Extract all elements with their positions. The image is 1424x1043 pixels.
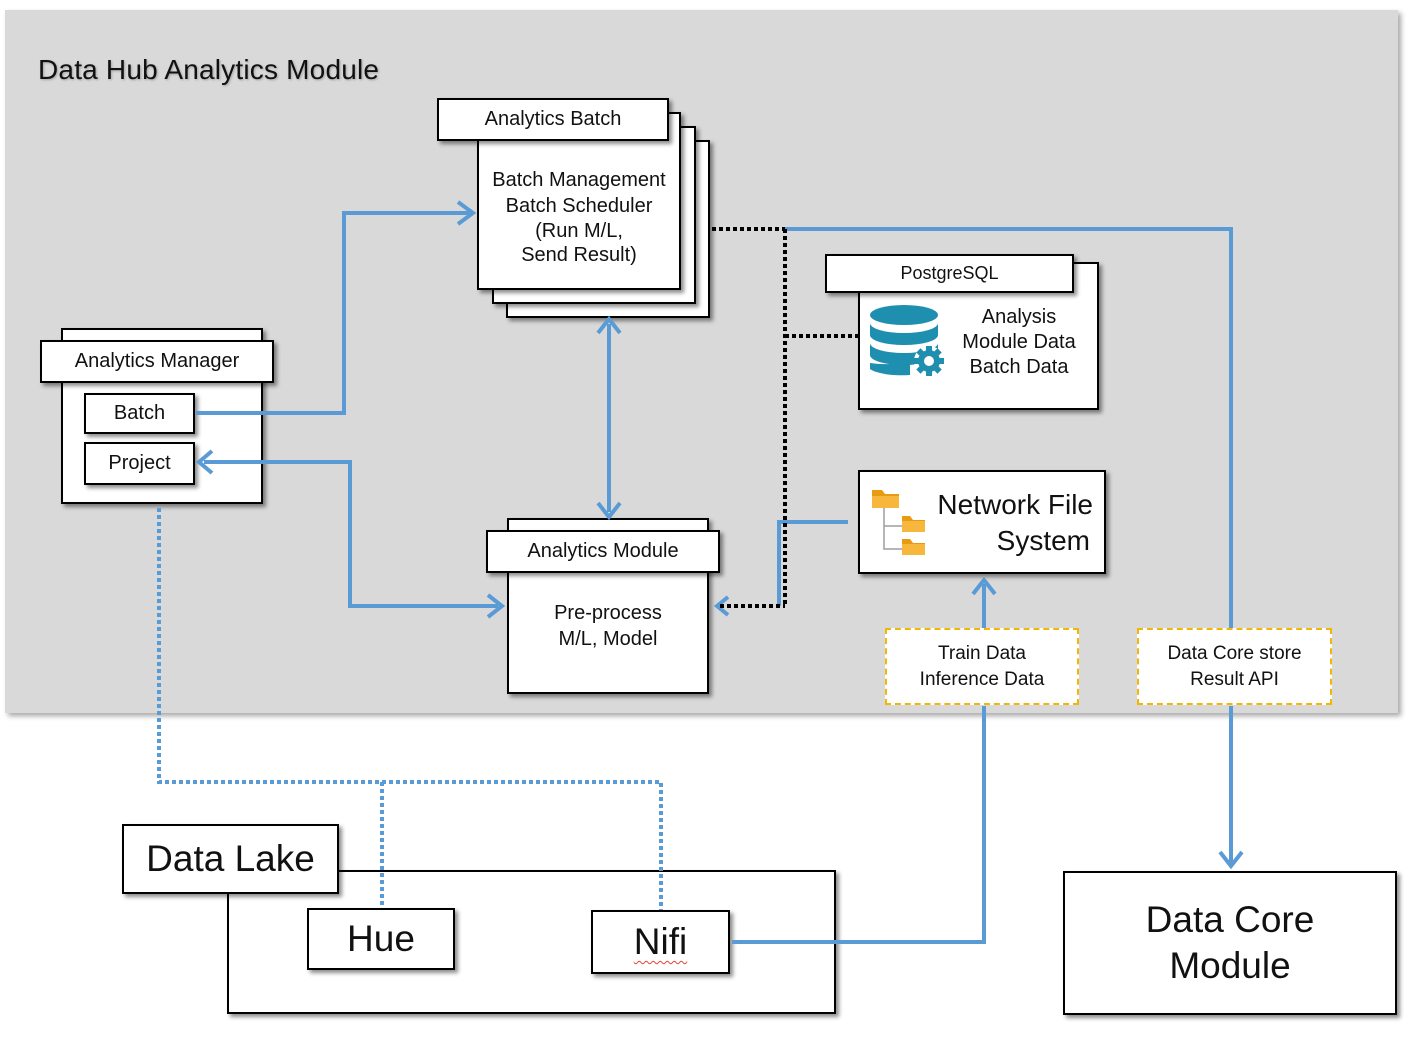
pg-line-2: Module Data (962, 331, 1076, 353)
batch-to-data-core-arrow (785, 227, 1233, 628)
batch-line-4: Send Result) (521, 244, 637, 266)
batch-line-1: Batch Management (492, 169, 666, 191)
project-module-arrow (204, 460, 498, 608)
am-line-1: Pre-process (554, 602, 662, 624)
batch-item[interactable]: Batch (84, 393, 195, 434)
nfs-to-module-arrow (777, 520, 848, 606)
nfs-line-2: System (996, 525, 1090, 556)
nfs-box (858, 470, 1106, 574)
am-line-2: M/L, Model (558, 628, 658, 650)
data-lake-title: Data Lake (122, 824, 339, 894)
nifi-box[interactable]: Nifi (591, 910, 730, 974)
panel-title: Data Hub Analytics Module (38, 54, 380, 85)
analytics-module-body: Pre-process M/L, Model (507, 568, 709, 694)
batch-line-3: (Run M/L, (535, 220, 623, 242)
hue-box[interactable]: Hue (307, 908, 455, 970)
analytics-batch-header: Analytics Batch (437, 98, 669, 141)
nfs-line-1: Network File (937, 489, 1093, 520)
nifi-to-nfs-arrow (732, 706, 986, 944)
postgresql-text: Analysis Module Data Batch Data (950, 305, 1088, 380)
pg-line-1: Analysis (981, 306, 1057, 328)
data-core-module-box: Data Core Module (1063, 871, 1397, 1015)
batch-to-analytics-batch-arrow (196, 211, 470, 415)
folder-tree-icon (872, 490, 925, 555)
result-line-2: Result API (1190, 668, 1279, 690)
postgresql-header: PostgreSQL (825, 254, 1074, 293)
nifi-label: Nifi (633, 921, 688, 962)
data-core-line-1: Data Core (1145, 899, 1315, 940)
project-item[interactable]: Project (84, 442, 195, 485)
analytics-module-header: Analytics Module (486, 530, 720, 573)
result-api-label: Data Core store Result API (1137, 628, 1332, 705)
batch-line-2: Batch Scheduler (505, 195, 653, 217)
analytics-manager-header: Analytics Manager (40, 340, 274, 383)
blue-dotted-manager-lake (157, 508, 663, 910)
analytics-batch-body: Batch Management Batch Scheduler (Run M/… (477, 140, 681, 290)
train-inference-label: Train Data Inference Data (885, 628, 1079, 705)
train-line-1: Train Data (938, 642, 1026, 664)
result-line-1: Data Core store (1167, 642, 1302, 664)
train-line-2: Inference Data (919, 668, 1045, 690)
pg-line-3: Batch Data (969, 356, 1069, 378)
database-gear-icon (870, 305, 944, 376)
data-core-line-2: Module (1169, 945, 1291, 986)
